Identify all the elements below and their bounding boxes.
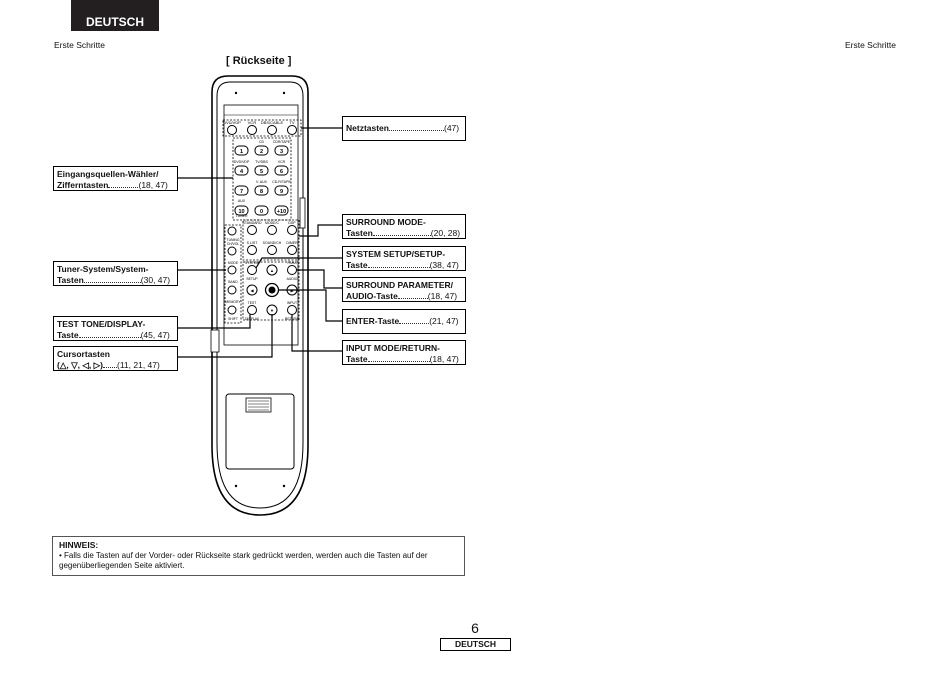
footer-language: DEUTSCH xyxy=(440,638,511,651)
caption-chvol: CH/VOL xyxy=(227,242,240,246)
digit-9: 9 xyxy=(280,189,283,195)
caption-system: SYSTEM xyxy=(245,261,259,265)
digit-4: 4 xyxy=(240,169,244,175)
digit-5: 5 xyxy=(260,169,263,175)
callout-input-mode: INPUT MODE/RETURN- Taste(18, 47) xyxy=(342,340,466,365)
caption-cd: CD xyxy=(259,140,265,144)
callout-input-selector: Eingangsquellen-Wähler/ Zifferntasten(18… xyxy=(53,166,178,191)
caption-soundch: SOUND/CH xyxy=(263,241,282,245)
btn-caption-dvd: DVD/VDP xyxy=(223,120,241,125)
digit-plus10: +10 xyxy=(277,209,286,215)
btn-caption-tv: TV xyxy=(289,120,294,125)
svg-text:▼: ▼ xyxy=(270,308,274,313)
callout-enter: ENTER-Taste(21, 47) xyxy=(342,309,466,334)
caption-dimer: DIMER xyxy=(286,241,298,245)
caption-audio: AUDIO xyxy=(287,277,298,281)
caption-tuning: TUNING xyxy=(227,238,240,242)
caption-tuner: TUNER xyxy=(235,214,248,218)
callout-power-keys: Netztasten(47) xyxy=(342,116,466,141)
caption-aux: AUX xyxy=(238,199,246,203)
digit-2: 2 xyxy=(260,149,263,155)
caption-shift: SHIFT xyxy=(228,317,238,321)
btn-caption-vcr: VCR xyxy=(248,120,257,125)
btn-caption-dbs: DBS/CABLE xyxy=(261,120,284,125)
caption-vaux: V. AUX xyxy=(256,180,268,184)
language-tab: DEUTSCH xyxy=(71,0,159,31)
callout-tuner-system: Tuner-System/System- Tasten(30, 47) xyxy=(53,261,178,286)
caption-slist: S.LIST xyxy=(247,241,259,245)
digit-0: 0 xyxy=(260,209,263,215)
digit-7: 7 xyxy=(240,189,243,195)
callout-cursor-keys: Cursortasten (△, ▽, ◁, ▷)(11, 21, 47) xyxy=(53,346,178,371)
caption-test: TEST xyxy=(248,301,257,305)
svg-text:◀: ◀ xyxy=(250,288,254,293)
caption-cdrtape: CD-R/TAPE xyxy=(272,180,291,184)
note-text: • Falls die Tasten auf der Vorder- oder … xyxy=(59,550,428,571)
svg-text:▲: ▲ xyxy=(270,268,274,273)
digit-8: 8 xyxy=(260,189,263,195)
note-box: HINWEIS: • Falls die Tasten auf der Vord… xyxy=(52,536,465,576)
caption-standard: STANDARD xyxy=(243,221,262,225)
section-header-left: Erste Schritte xyxy=(54,40,106,50)
caption-band: BAND xyxy=(228,280,238,284)
callout-system-setup: SYSTEM SETUP/SETUP- Taste(38, 47) xyxy=(342,246,466,271)
callout-surround-parameter: SURROUND PARAMETER/ AUDIO-Taste(18, 47) xyxy=(342,277,466,302)
caption-dvdvdp: DVD/VDP xyxy=(234,160,250,164)
caption-setup: SETUP xyxy=(246,277,258,281)
figure-title: [ Rückseite ] xyxy=(226,55,292,67)
caption-input: INPUT xyxy=(287,301,297,305)
caption-display: DISPLAY xyxy=(245,317,260,321)
caption-vcr2: VCR xyxy=(278,160,286,164)
callout-surround-mode: SURROUND MODE- Tasten(20, 28) xyxy=(342,214,466,239)
digit-3: 3 xyxy=(280,149,283,155)
section-header-right: Erste Schritte xyxy=(844,40,896,50)
caption-para: PARA xyxy=(288,261,298,265)
digit-6: 6 xyxy=(280,169,283,175)
caption-memory: MEMORY xyxy=(225,300,241,304)
caption-cdr: CDR/TAPE xyxy=(273,140,291,144)
caption-dsp: DSP xyxy=(288,221,296,225)
digit-10: 10 xyxy=(238,209,244,215)
page-number: 6 xyxy=(471,620,479,636)
caption-tvdbs: TV/DBS xyxy=(255,160,268,164)
callout-test-tone: TEST TONE/DISPLAY- Taste(45, 47) xyxy=(53,316,178,341)
note-title: HINWEIS: xyxy=(59,540,99,550)
caption-mode: MODE xyxy=(228,261,239,265)
digit-1: 1 xyxy=(240,149,243,155)
caption-modec: MODE/C xyxy=(265,221,279,225)
